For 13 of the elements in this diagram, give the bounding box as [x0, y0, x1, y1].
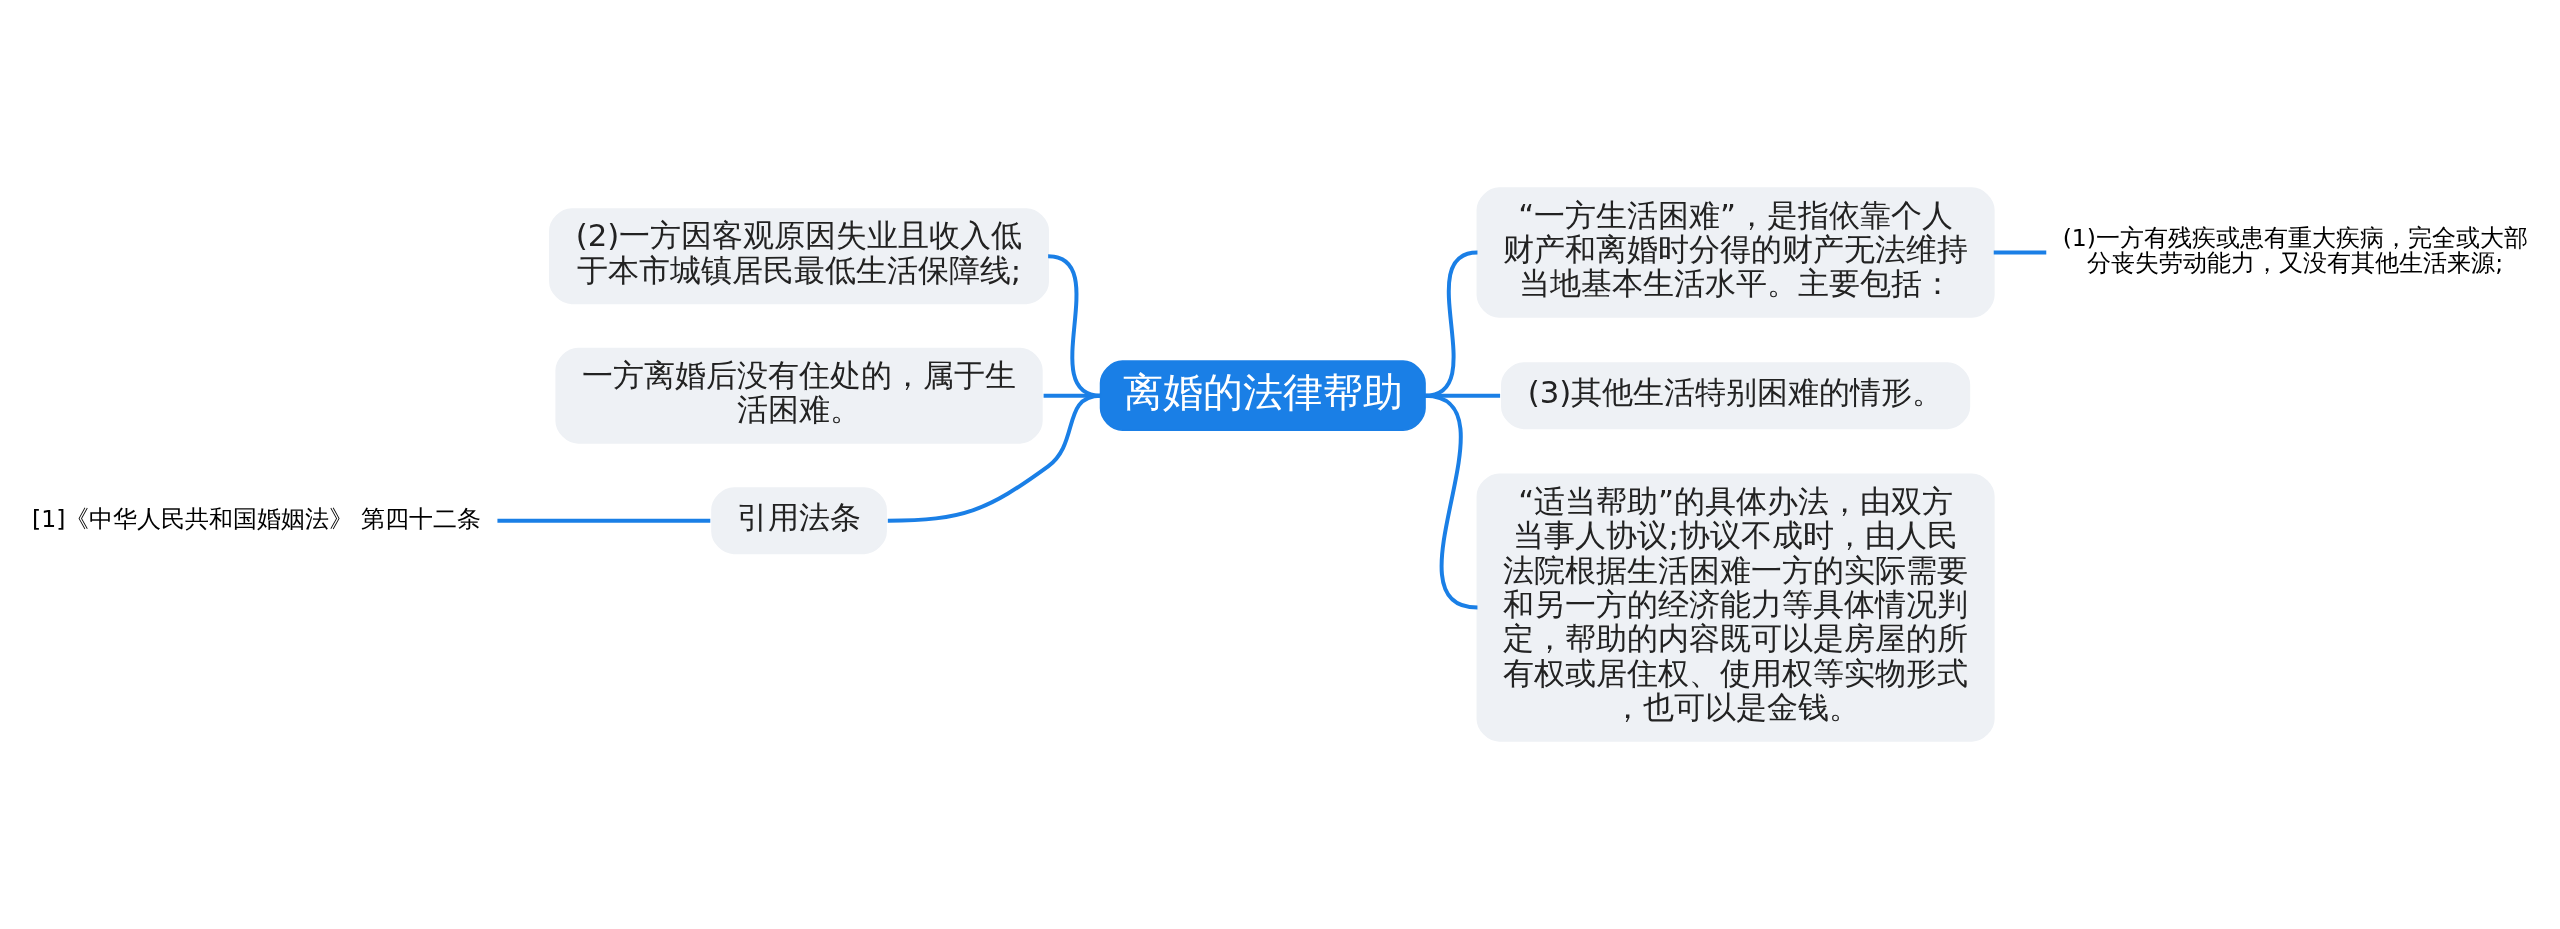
node-box: 引用法条 — [711, 487, 887, 555]
connector — [1993, 250, 2047, 255]
node-text: [1]《中华人民共和国婚姻法》 第四十二条 — [32, 504, 481, 533]
node-box: “一方生活困难”，是指依靠个人财产和离婚时分得的财产无法维持当地基本生活水平。主要包括： — [1476, 187, 1995, 318]
node-box: (2)一方因客观原因失业且收入低于本市城镇居民最低生活保障线; — [549, 208, 1050, 305]
connector — [497, 518, 711, 523]
connector — [1424, 393, 1478, 610]
node-box: (3)其他生活特别困难的情形。 — [1501, 362, 1971, 430]
node-box: “适当帮助”的具体办法，由双方当事人协议;协议不成时，由人民法院根据生活困难一方的实际需要和另一方的经济能力等具体情况判定，帮助的内容既可以是房屋的所有权或居住权、使用权等实物形式，也可以是金钱。 — [1476, 473, 1995, 742]
connector — [887, 393, 1101, 523]
node-text: (1)一方有残疾或患有重大疾病，完全或大部分丧失劳动能力，又没有其他生活来源; — [2062, 224, 2529, 278]
node-box: 离婚的法律帮助 — [1099, 360, 1426, 431]
node-box: 一方离婚后没有住处的，属于生活困难。 — [555, 347, 1043, 444]
